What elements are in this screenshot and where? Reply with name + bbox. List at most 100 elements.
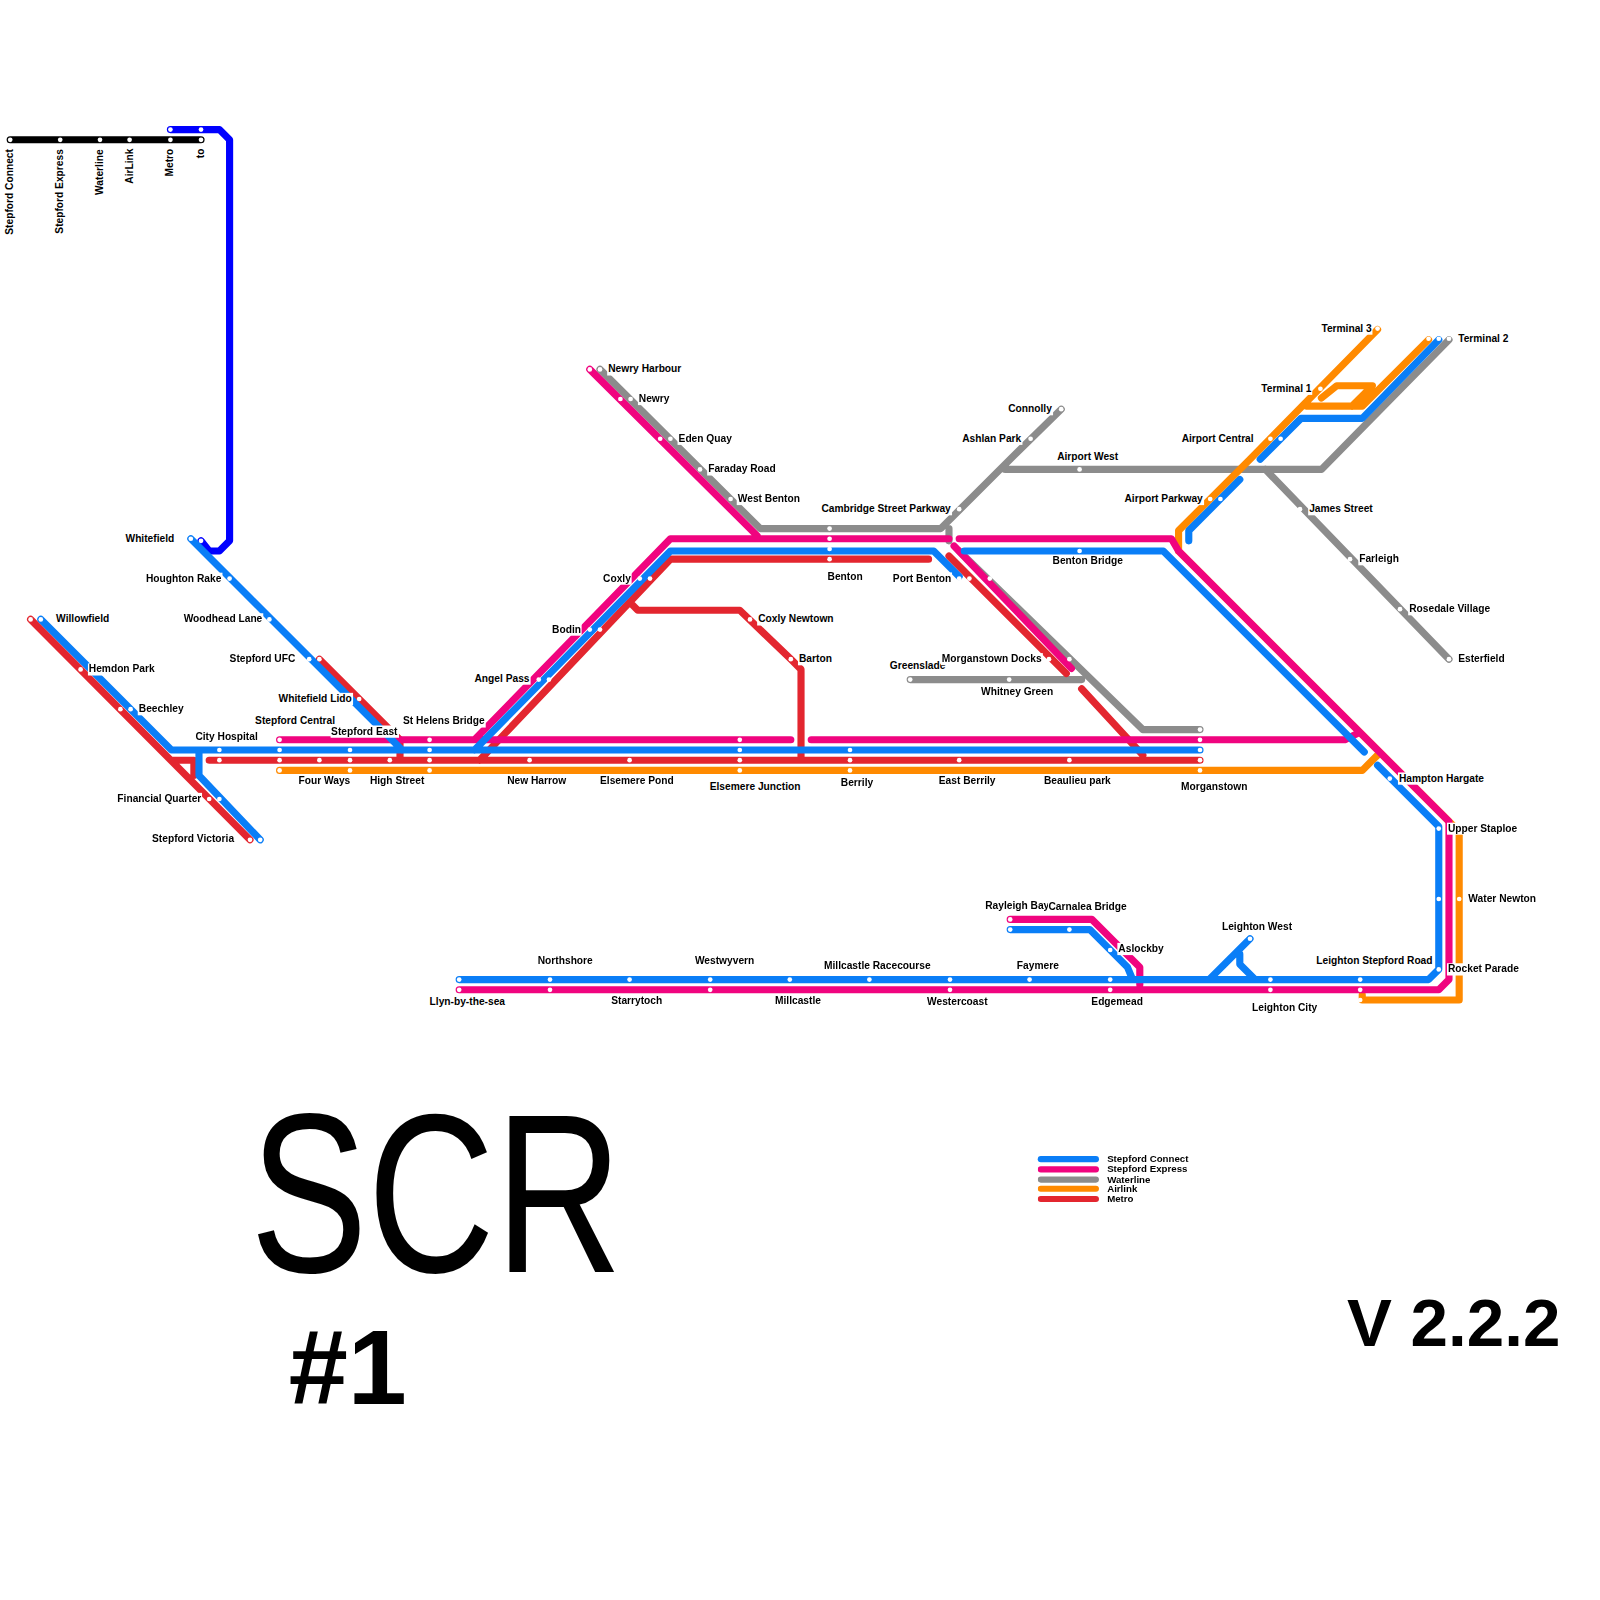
station-dot: [128, 707, 133, 712]
station-dot: [348, 768, 353, 773]
station-label: City Hospital: [194, 731, 258, 743]
station-dot: [427, 737, 432, 742]
station-label: Faraday Road: [707, 463, 777, 475]
station-dot: [207, 797, 212, 802]
station-dot: [598, 627, 603, 632]
station-dot: [1436, 336, 1441, 341]
station-label: Angel Pass: [473, 672, 530, 684]
station-dot: [248, 837, 253, 842]
station-label: Benton: [827, 570, 864, 582]
station-dot: [1198, 748, 1203, 753]
station-dot: [1268, 436, 1273, 441]
station-dot: [277, 758, 282, 763]
station-label: Rosedale Village: [1408, 603, 1491, 615]
station-label: Morganstown: [1180, 781, 1248, 793]
station-label: Westwyvern: [694, 955, 755, 967]
station-dot: [1426, 336, 1431, 341]
map-title: SCR: [250, 1081, 622, 1308]
station-label: Port Benton: [892, 572, 952, 584]
line-key-label: Stepford Express: [54, 148, 66, 235]
station-dot: [227, 576, 232, 581]
station-dot: [1436, 826, 1441, 831]
station-label: Stepford Victoria: [151, 833, 235, 845]
key-line: [10, 136, 201, 143]
station-label: Beaulieu park: [1043, 774, 1112, 786]
station-dot: [1447, 336, 1452, 341]
station-dot: [1318, 386, 1323, 391]
station-label: Faymere: [1016, 960, 1060, 972]
station-dot: [168, 127, 173, 132]
station-label: Millcastle Racecourse: [823, 960, 932, 972]
station-dot: [527, 758, 532, 763]
station-label: Beechley: [138, 703, 185, 715]
station-dot: [1108, 948, 1113, 953]
station-dot: [987, 576, 992, 581]
station-dot: [8, 137, 13, 142]
station-label: Elsemere Junction: [709, 781, 802, 793]
station-dot: [637, 576, 642, 581]
station-dot: [1268, 987, 1273, 992]
station-dot: [1348, 367, 1353, 372]
station-label: Financial Quarter: [116, 793, 202, 805]
station-label: Hemdon Park: [88, 663, 156, 675]
station-dot: [457, 977, 462, 982]
station-dot: [728, 497, 733, 502]
station-label: East Berrily: [938, 774, 997, 786]
station-label: St Helens Bridge: [402, 715, 486, 727]
station-dot: [1348, 557, 1353, 562]
station-dot: [587, 367, 592, 372]
station-dot: [277, 737, 282, 742]
station-dot: [1447, 657, 1452, 662]
station-dot: [967, 576, 972, 581]
station-dot: [277, 748, 282, 753]
station-dot: [258, 837, 263, 842]
legend-text: Airlink: [1106, 1184, 1138, 1194]
station-dot: [1067, 758, 1072, 763]
station-dot: [188, 536, 193, 541]
station-label: Morganstown Docks: [941, 653, 1043, 665]
station-dot: [277, 768, 282, 773]
station-dot: [1208, 497, 1213, 502]
line-key-label: to: [195, 147, 207, 159]
station-dot: [1008, 917, 1013, 922]
station-label: Rayleigh Bay: [984, 900, 1050, 912]
station-dot: [217, 748, 222, 753]
station-dot: [307, 657, 312, 662]
station-label: Bodin: [551, 623, 582, 635]
line-key-label: Metro: [164, 148, 176, 178]
station-dot: [348, 748, 353, 753]
station-dot: [1358, 987, 1363, 992]
station-dot: [28, 617, 33, 622]
station-dot: [1398, 607, 1403, 612]
station-dot: [1387, 776, 1392, 781]
station-label: Terminal 1: [1260, 383, 1312, 395]
station-label: Newry: [638, 393, 671, 405]
station-dot: [708, 977, 713, 982]
station-dot: [1047, 657, 1052, 662]
station-label: Benton Bridge: [1052, 555, 1124, 567]
station-dot: [348, 758, 353, 763]
station-dot: [38, 617, 43, 622]
station-dot: [737, 758, 742, 763]
station-label: West Benton: [737, 493, 801, 505]
station-dot: [827, 526, 832, 531]
station-label: Terminal 2: [1457, 333, 1509, 345]
station-label: Farleigh: [1358, 553, 1400, 565]
station-dot: [737, 748, 742, 753]
station-label: Berrily: [840, 777, 874, 789]
station-dot: [1268, 977, 1273, 982]
station-dot: [58, 137, 63, 142]
legend-text: Waterline: [1106, 1174, 1151, 1184]
station-dot: [1067, 657, 1072, 662]
station-label: James Street: [1308, 503, 1374, 515]
station-dot: [217, 758, 222, 763]
legend-text: Metro: [1106, 1194, 1134, 1204]
legend-text: Stepford Express: [1106, 1164, 1188, 1174]
station-dot: [1198, 758, 1203, 763]
station-label: Terminal 3: [1320, 322, 1372, 334]
station-dot: [737, 737, 742, 742]
map-badge: V 2.2.2: [1347, 1289, 1560, 1356]
station-dot: [1077, 549, 1082, 554]
station-label: Edgemead: [1090, 996, 1144, 1008]
station-label: Hampton Hargate: [1398, 772, 1485, 784]
